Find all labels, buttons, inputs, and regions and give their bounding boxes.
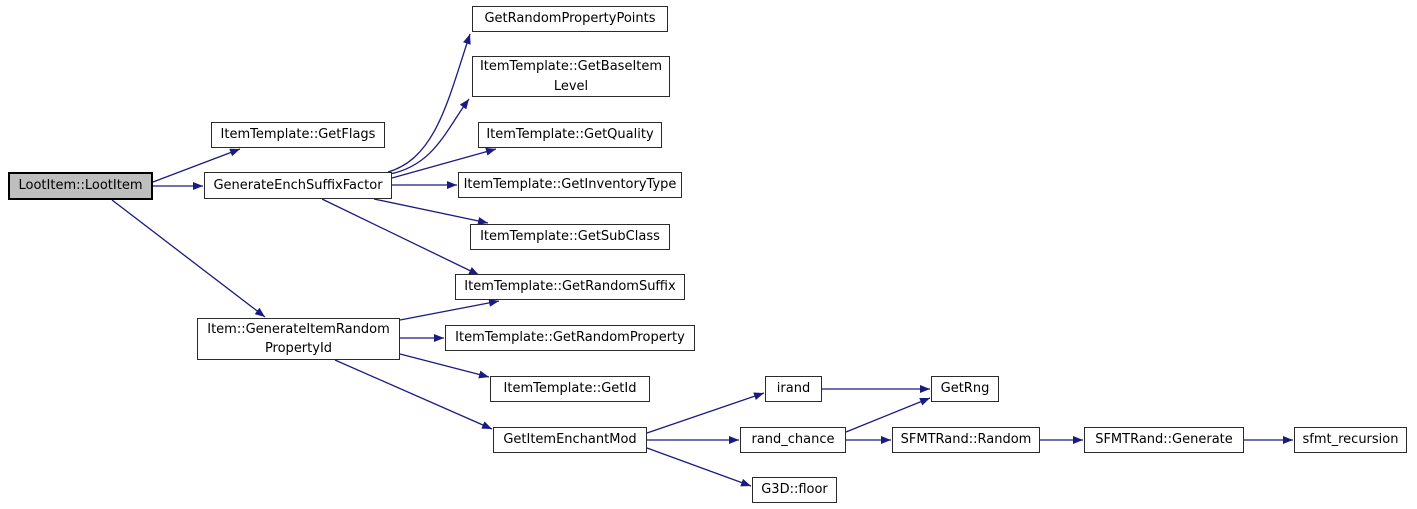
edge-generateench-getquality — [391, 147, 497, 179]
node-getrng[interactable]: GetRng — [931, 376, 999, 402]
edge-generateitemrandom-getid — [399, 353, 490, 379]
node-itemtemplate-getflags[interactable]: ItemTemplate::GetFlags — [211, 122, 385, 148]
node-sfmtrand-generate[interactable]: SFMTRand::Generate — [1084, 427, 1244, 453]
node-itemtemplate-getrandomsuffix[interactable]: ItemTemplate::GetRandomSuffix — [455, 274, 685, 300]
edge-lootitem-getflags — [152, 148, 241, 183]
edge-generateench-getrandomsuffix — [321, 198, 480, 276]
edge-generateench-getrandompropertypoints — [387, 33, 471, 173]
node-generateenchsuffixfactor[interactable]: GenerateEnchSuffixFactor — [204, 172, 392, 199]
node-g3d-floor[interactable]: G3D::floor — [752, 477, 837, 503]
node-itemtemplate-getrandomproperty[interactable]: ItemTemplate::GetRandomProperty — [445, 325, 695, 351]
node-lootitem-lootitem: LootItem::LootItem — [8, 172, 153, 200]
edge-generateitemrandom-getitemenchantmod — [334, 359, 493, 430]
node-randchance[interactable]: rand_chance — [740, 427, 846, 453]
node-getrandompropertypoints[interactable]: GetRandomPropertyPoints — [472, 6, 668, 32]
node-itemtemplate-getid[interactable]: ItemTemplate::GetId — [490, 376, 650, 402]
node-getitemenchantmod[interactable]: GetItemEnchantMod — [493, 427, 647, 453]
node-irand[interactable]: irand — [765, 376, 822, 402]
node-itemtemplate-getsubclass[interactable]: ItemTemplate::GetSubClass — [470, 224, 670, 250]
node-itemtemplate-getquality[interactable]: ItemTemplate::GetQuality — [478, 122, 662, 148]
edge-generateench-getsubclass — [373, 198, 489, 225]
edge-lootitem-generateitemrandom — [111, 199, 266, 318]
edge-getitemenchantmod-irand — [646, 392, 765, 434]
node-itemtemplate-getinventorytype[interactable]: ItemTemplate::GetInventoryType — [458, 172, 682, 198]
edge-generateench-getbaseitemlevel — [389, 98, 470, 175]
node-sfmt-recursion[interactable]: sfmt_recursion — [1294, 427, 1407, 453]
node-sfmtrand-random[interactable]: SFMTRand::Random — [892, 427, 1040, 453]
edge-generateitemrandom-getrandomsuffix — [399, 298, 500, 321]
node-item-generateitemrandompropertyid[interactable]: Item::GenerateItemRandom PropertyId — [197, 318, 400, 360]
edge-getitemenchantmod-g3dfloor — [646, 447, 752, 487]
edge-randchance-getrng — [845, 397, 931, 433]
node-itemtemplate-getbaseitemlevel[interactable]: ItemTemplate::GetBaseItem Level — [472, 56, 670, 97]
